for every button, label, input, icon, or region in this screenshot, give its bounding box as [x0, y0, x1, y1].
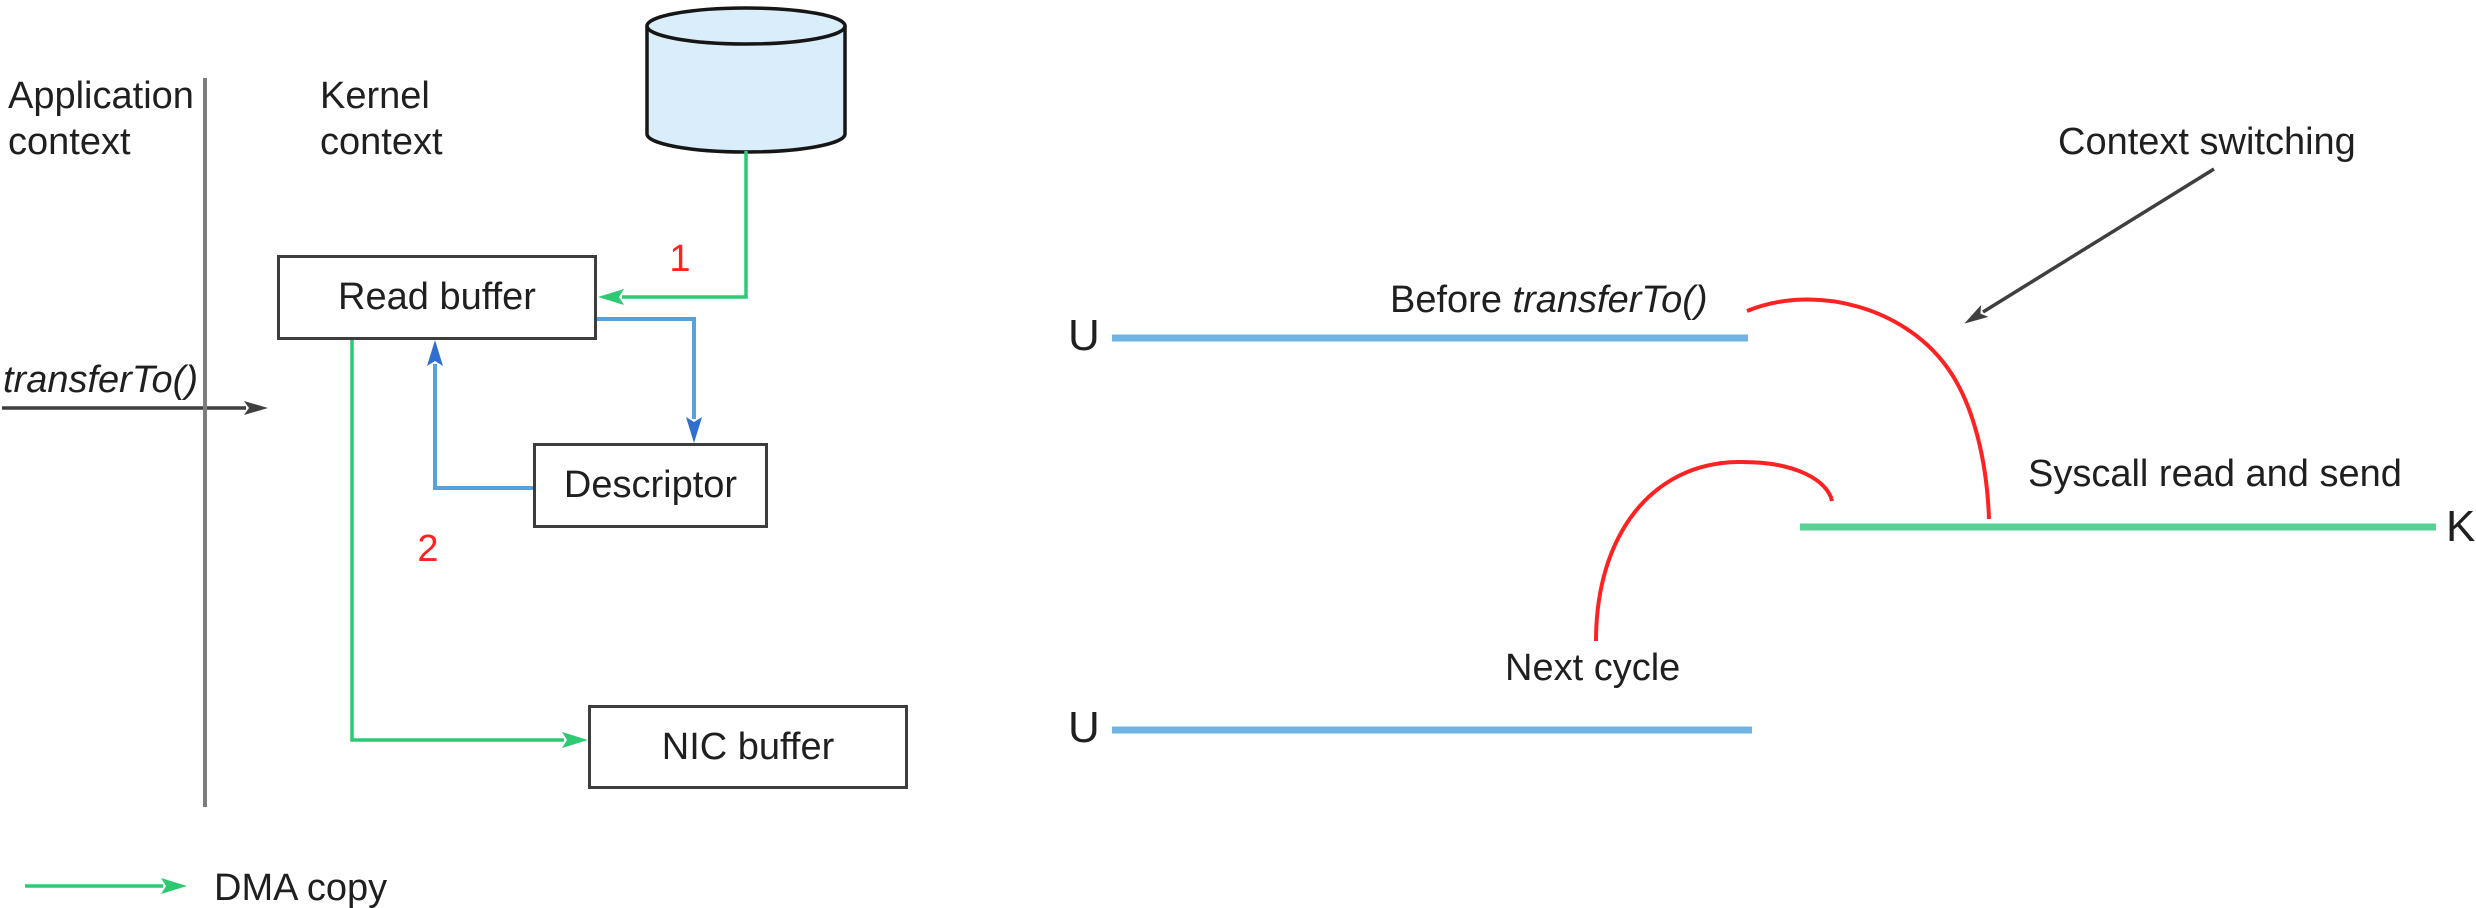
- before-transferto-prefix: Before: [1390, 279, 1513, 321]
- dma-arrow-disk-to-read-buffer: [598, 151, 748, 305]
- next-cycle-arc: [1594, 459, 1834, 642]
- copy-arrow-read-to-descriptor: [597, 317, 702, 443]
- kernel-context-label: Kernel context: [320, 75, 443, 163]
- context-switching-label: Context switching: [2058, 121, 2356, 163]
- kernel-lane-label: K: [2446, 502, 2476, 551]
- step-2-label: 2: [417, 528, 439, 570]
- transferto-label: transferTo(): [3, 359, 198, 401]
- context-divider: [203, 78, 207, 807]
- descriptor-label: Descriptor: [563, 464, 738, 506]
- user-lane-label-2: U: [1068, 703, 1100, 752]
- application-context-label: Application context: [8, 75, 194, 163]
- read-buffer-box: Read buffer: [277, 255, 597, 340]
- descriptor-box: Descriptor: [533, 443, 768, 528]
- syscall-arc: [1746, 297, 1991, 520]
- next-cycle-label: Next cycle: [1505, 647, 1681, 689]
- read-buffer-label: Read buffer: [338, 276, 536, 318]
- user-lane-label-1: U: [1068, 311, 1100, 360]
- context-switching-arrow: [1964, 167, 2215, 324]
- nic-buffer-box: NIC buffer: [588, 705, 908, 789]
- legend-dma-label: DMA copy: [214, 867, 388, 908]
- before-transferto-method: transferTo(): [1512, 279, 1708, 321]
- disk-cylinder-icon: [645, 6, 847, 154]
- dma-arrow-read-to-nic: [350, 340, 588, 748]
- step-1-label: 1: [669, 238, 691, 280]
- copy-arrow-descriptor-to-read: [427, 340, 533, 490]
- nic-buffer-label: NIC buffer: [661, 725, 835, 768]
- before-transferto-label: Before transferTo(): [1390, 278, 1708, 324]
- syscall-label: Syscall read and send: [2028, 453, 2402, 495]
